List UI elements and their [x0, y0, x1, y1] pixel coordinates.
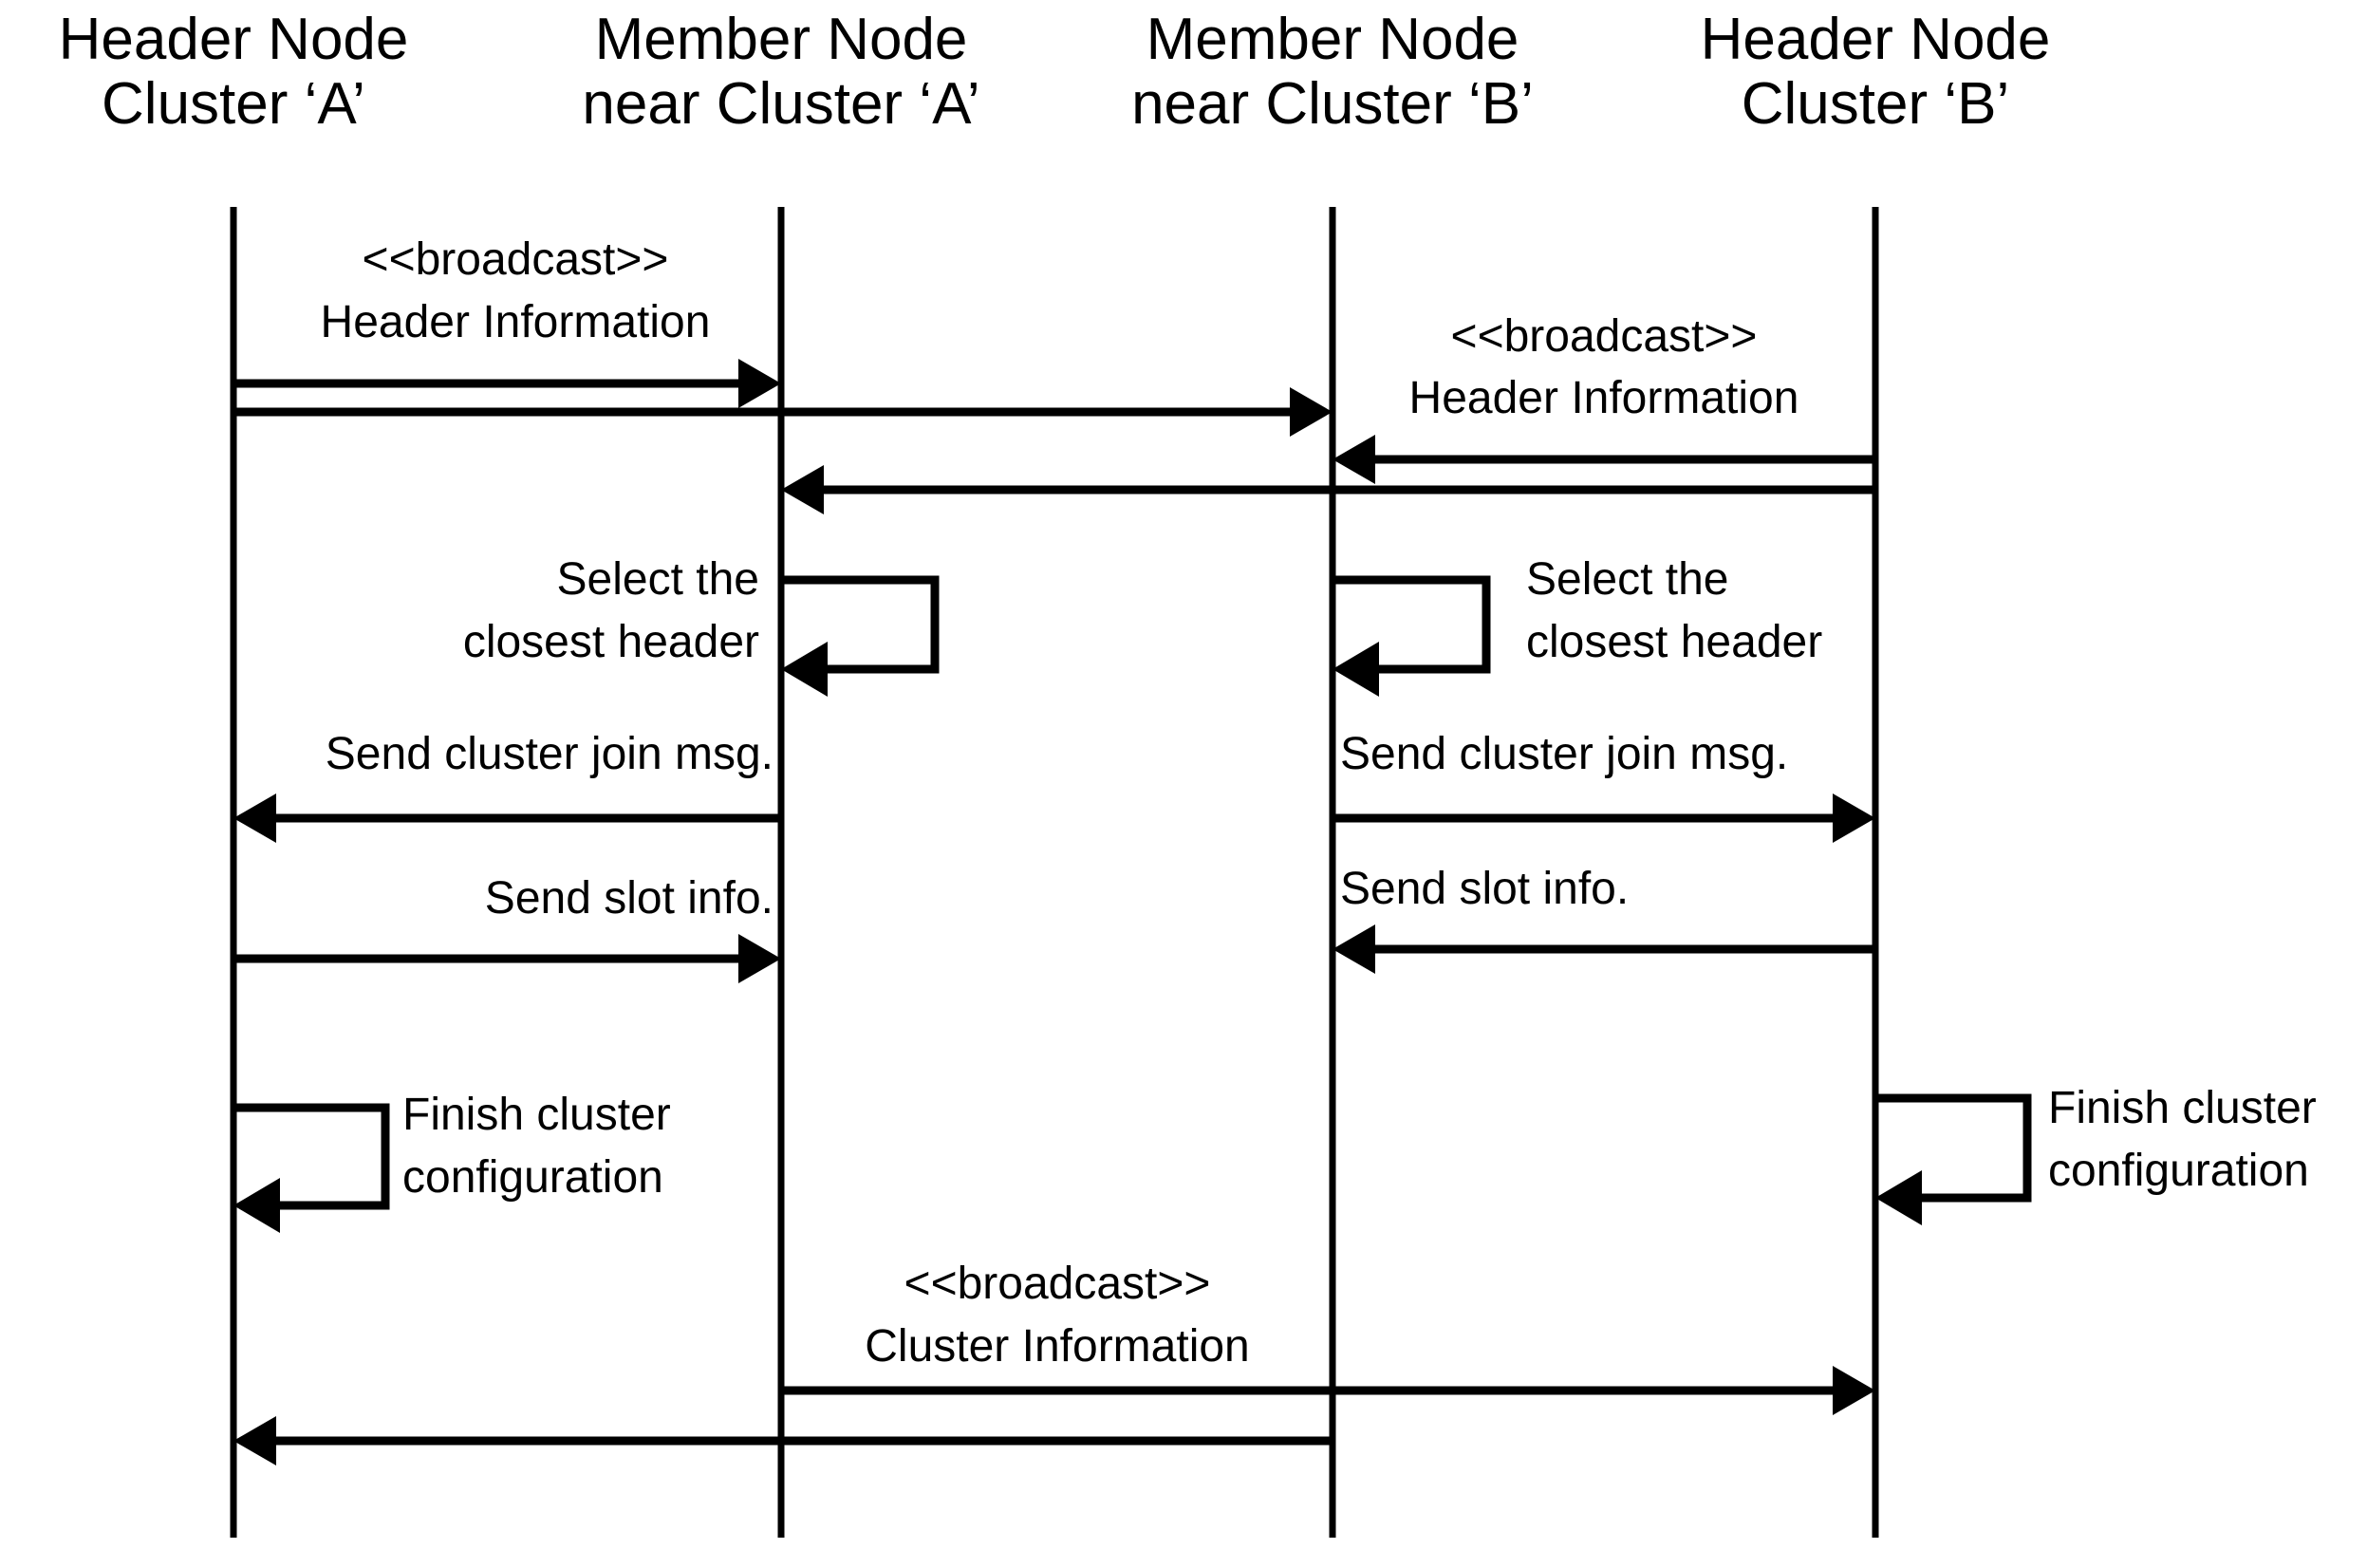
lifeline-title-member-b-line1: Member Node: [1146, 7, 1519, 72]
finish-cluster-label-a-line1: Finish cluster: [402, 1090, 671, 1140]
message-cluster-join-a: Send cluster join msg.: [233, 729, 781, 843]
self-message-finish-config-b: Finish cluster configuration: [1875, 1083, 2317, 1225]
broadcast-stereotype-label-2: <<broadcast>>: [1451, 311, 1758, 362]
broadcast-header-info-label-1: Header Information: [321, 297, 711, 347]
arrowhead-left-member-a-1: [781, 465, 824, 514]
finish-cluster-label-b-line1: Finish cluster: [2048, 1083, 2317, 1133]
message-broadcast-header-info-b: <<broadcast>> Header Information: [781, 311, 1875, 514]
self-loop-path-header-b: [1875, 1093, 2032, 1203]
broadcast-header-info-label-2: Header Information: [1409, 373, 1799, 423]
message-slot-info-b: Send slot info.: [1333, 864, 1875, 974]
arrowhead-right-header-b-cluster: [1833, 1366, 1875, 1415]
finish-cluster-label-a-line2: configuration: [402, 1152, 663, 1203]
select-closest-header-label-b-line1: Select the: [1526, 554, 1728, 605]
send-slot-info-label-b: Send slot info.: [1340, 864, 1629, 914]
arrowhead-right-member-a-slot: [738, 934, 781, 983]
arrowhead-left-header-a-cluster: [233, 1416, 276, 1465]
message-cluster-join-b: Send cluster join msg.: [1333, 729, 1875, 843]
arrowhead-left-self-member-a: [781, 642, 828, 697]
arrowhead-right-member-b-1: [1290, 387, 1333, 437]
finish-cluster-label-b-line2: configuration: [2048, 1146, 2309, 1196]
self-message-select-closest-header-b: Select the closest header: [1333, 554, 1822, 697]
broadcast-stereotype-label-1: <<broadcast>>: [363, 234, 669, 285]
self-message-select-closest-header-a: Select the closest header: [463, 554, 940, 697]
message-slot-info-a: Send slot info.: [233, 873, 781, 983]
lifeline-title-member-a-line2: near Cluster ‘A’: [582, 71, 979, 137]
lifeline-title-header-b-line1: Header Node: [1701, 7, 2051, 72]
self-loop-path-header-a: [233, 1103, 390, 1210]
lifeline-title-header-a-line2: Cluster ‘A’: [102, 71, 365, 137]
lifeline-title-member-b-line2: near Cluster ‘B’: [1131, 71, 1534, 137]
send-cluster-join-label-b: Send cluster join msg.: [1340, 729, 1788, 779]
send-cluster-join-label-a: Send cluster join msg.: [326, 729, 773, 779]
self-message-finish-config-a: Finish cluster configuration: [233, 1090, 671, 1233]
lifeline-headers: Header Node Cluster ‘A’ Member Node near…: [59, 7, 2051, 137]
self-loop-path-member-b: [1333, 575, 1491, 674]
lifeline-title-member-a-line1: Member Node: [595, 7, 968, 72]
lifeline-title-header-b-line2: Cluster ‘B’: [1742, 71, 2010, 137]
select-closest-header-label-a-line1: Select the: [557, 554, 759, 605]
arrowhead-left-header-a-join: [233, 793, 276, 843]
arrowhead-right-header-b-join: [1833, 793, 1875, 843]
arrowhead-left-self-header-b: [1875, 1170, 1922, 1225]
broadcast-cluster-info-label: Cluster Information: [865, 1321, 1250, 1372]
lifeline-title-header-a-line1: Header Node: [59, 7, 409, 72]
arrowhead-left-self-header-a: [233, 1178, 280, 1233]
arrowhead-right-member-a-1: [738, 359, 781, 408]
arrowhead-left-member-b-slot: [1333, 924, 1375, 974]
select-closest-header-label-b-line2: closest header: [1526, 617, 1822, 667]
arrowhead-left-self-member-b: [1333, 642, 1379, 697]
broadcast-stereotype-label-3: <<broadcast>>: [904, 1259, 1211, 1309]
select-closest-header-label-a-line2: closest header: [463, 617, 759, 667]
lifelines: [230, 207, 1879, 1538]
send-slot-info-label-a: Send slot info.: [485, 873, 773, 924]
message-broadcast-header-info-a: <<broadcast>> Header Information: [233, 234, 1333, 437]
arrowhead-left-member-b-1: [1333, 435, 1375, 484]
self-loop-path-member-a: [781, 575, 940, 674]
message-broadcast-cluster-info: <<broadcast>> Cluster Information: [233, 1259, 1875, 1465]
